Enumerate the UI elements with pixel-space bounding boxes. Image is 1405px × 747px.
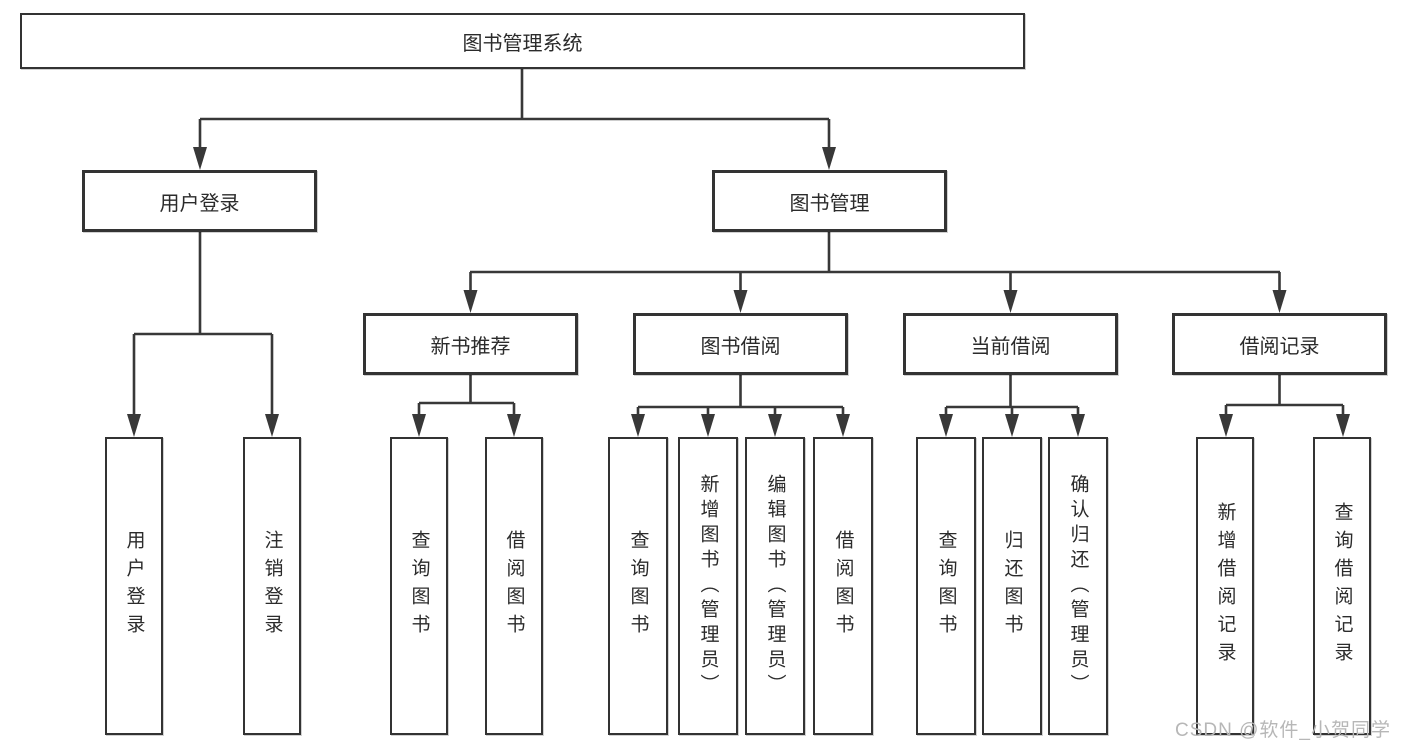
leaf-return-books: 归还图书 (982, 437, 1042, 735)
leaf-add-borrow-record: 新增借阅记录 (1196, 437, 1254, 735)
node-book-borrowing: 图书借阅 (633, 313, 848, 375)
leaf-borrow-books-recommend: 借阅图书 (485, 437, 543, 735)
node-book-management-branch: 图书管理 (712, 170, 947, 232)
leaf-query-borrow-record: 查询借阅记录 (1313, 437, 1371, 735)
watermark: CSDN @软件_小贺同学 (1175, 720, 1391, 741)
node-user-login-branch: 用户登录 (82, 170, 317, 232)
leaf-edit-books-admin: 编辑图书（管理员） (745, 437, 805, 735)
node-current-borrowing: 当前借阅 (903, 313, 1118, 375)
leaf-borrow-books: 借阅图书 (813, 437, 873, 735)
leaf-query-books-current: 查询图书 (916, 437, 976, 735)
leaf-query-books-recommend: 查询图书 (390, 437, 448, 735)
leaf-query-books-borrowing: 查询图书 (608, 437, 668, 735)
leaf-logout: 注销登录 (243, 437, 301, 735)
leaf-add-books-admin: 新增图书（管理员） (678, 437, 738, 735)
leaf-confirm-return-admin: 确认归还（管理员） (1048, 437, 1108, 735)
node-library-system: 图书管理系统 (20, 13, 1025, 69)
node-borrow-records: 借阅记录 (1172, 313, 1387, 375)
node-new-book-recommend: 新书推荐 (363, 313, 578, 375)
leaf-user-login: 用户登录 (105, 437, 163, 735)
